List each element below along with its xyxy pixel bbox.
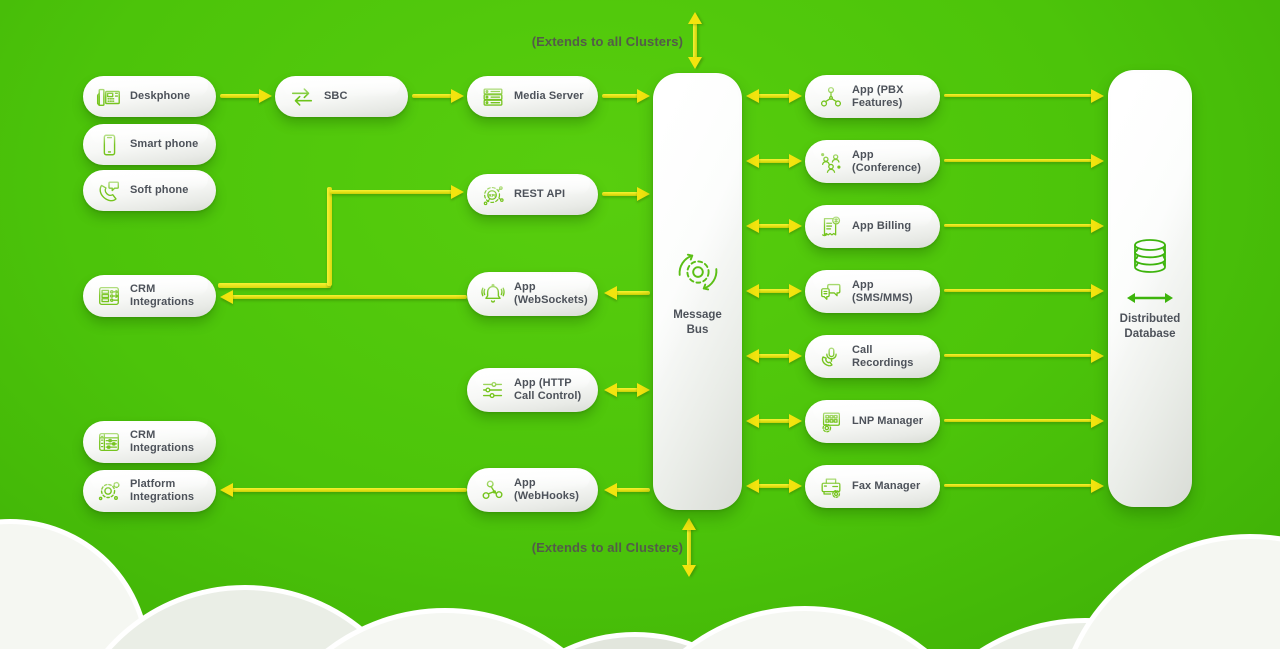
node-app-pbx-features: App (PBX Features) xyxy=(805,75,940,118)
node-label: Media Server xyxy=(514,90,584,103)
billing-invoice-icon xyxy=(818,214,844,240)
node-sbc: SBC xyxy=(275,76,408,117)
arrow-crm-restapi-segment-v xyxy=(327,187,332,286)
arrow-crm-restapi xyxy=(330,185,464,199)
arrow-bus-callrecordings xyxy=(746,349,802,363)
sync-arrow-icon xyxy=(1126,292,1174,304)
node-label: LNP Manager xyxy=(852,415,924,428)
arrow-bus-pbx xyxy=(746,89,802,103)
node-message-bus: Message Bus xyxy=(653,73,742,510)
arrow-sbc-mediaserver xyxy=(412,89,464,103)
arrow-bus-billing xyxy=(746,219,802,233)
microphone-icon xyxy=(818,344,844,370)
arrow-bus-websockets xyxy=(604,286,650,300)
arrow-bus-conference xyxy=(746,154,802,168)
arrow-callrecordings-db xyxy=(944,349,1104,363)
arrow-bus-sms xyxy=(746,284,802,298)
node-label: App (PBX Features) xyxy=(852,83,904,109)
network-nodes-icon xyxy=(818,84,844,110)
arrow-restapi-bus xyxy=(602,187,650,201)
arrow-bus-httpcallcontrol xyxy=(604,383,650,397)
fax-gear-icon xyxy=(818,474,844,500)
node-label: App (Conference) xyxy=(852,148,922,174)
conference-people-icon xyxy=(818,149,844,175)
node-lnp-manager: LNP Manager xyxy=(805,400,940,443)
gears-icon xyxy=(96,478,122,504)
node-app-conference: App (Conference) xyxy=(805,140,940,183)
arrow-lnp-db xyxy=(944,414,1104,428)
node-distributed-database: Distributed Database xyxy=(1108,70,1192,507)
keypad-gear-icon xyxy=(818,409,844,435)
arrow-conference-db xyxy=(944,154,1104,168)
extends-label-top: (Extends to all Clusters) xyxy=(531,34,683,49)
node-label: Fax Manager xyxy=(852,480,921,493)
bell-icon xyxy=(480,281,506,307)
smartphone-icon xyxy=(96,132,122,158)
webhook-icon xyxy=(480,477,506,503)
node-app-websockets: App (WebSockets) xyxy=(467,272,598,316)
node-platform-integrations: Platform Integrations xyxy=(83,470,216,512)
node-fax-manager: Fax Manager xyxy=(805,465,940,508)
softphone-icon xyxy=(96,178,122,204)
node-label: Call Recordings xyxy=(852,343,914,369)
node-soft-phone: Soft phone xyxy=(83,170,216,211)
node-label: App (SMS/MMS) xyxy=(852,278,913,304)
cloud xyxy=(1055,534,1280,649)
node-label: App (HTTP Call Control) xyxy=(514,377,582,402)
arrow-deskphone-sbc xyxy=(220,89,272,103)
server-icon xyxy=(480,84,506,110)
arrow-extends-top xyxy=(688,12,702,69)
node-app-billing: App Billing xyxy=(805,205,940,248)
arrow-extends-bottom xyxy=(682,518,696,577)
arrow-webhooks-platform xyxy=(220,483,467,497)
gear-sync-icon xyxy=(671,246,725,300)
api-icon: RPI xyxy=(480,182,506,208)
arrow-bus-lnp xyxy=(746,414,802,428)
node-label: SBC xyxy=(324,90,348,103)
node-app-http-call-control: App (HTTP Call Control) xyxy=(467,368,598,412)
arrow-sms-db xyxy=(944,284,1104,298)
arrow-pbx-db xyxy=(944,89,1104,103)
deskphone-icon xyxy=(96,84,122,110)
node-media-server: Media Server xyxy=(467,76,598,117)
node-label: Soft phone xyxy=(130,184,189,197)
crm-table-icon xyxy=(96,429,122,455)
chat-bubbles-icon xyxy=(818,279,844,305)
node-label: CRM Integrations xyxy=(130,429,195,454)
node-label: REST API xyxy=(514,188,566,201)
sliders-icon xyxy=(480,377,506,403)
node-label: App Billing xyxy=(852,220,912,233)
node-label: App (WebHooks) xyxy=(514,477,579,502)
extends-label-bottom: (Extends to all Clusters) xyxy=(531,540,683,555)
node-app-webhooks: App (WebHooks) xyxy=(467,468,598,512)
node-label: Deskphone xyxy=(130,90,191,103)
exchange-arrows-icon xyxy=(288,84,316,110)
node-label: CRM Integrations xyxy=(130,283,195,308)
node-deskphone: Deskphone xyxy=(83,76,216,117)
node-crm-integrations-2: CRM Integrations xyxy=(83,421,216,463)
svg-text:RPI: RPI xyxy=(489,192,496,197)
arrow-bus-webhooks xyxy=(604,483,650,497)
arrow-crm-restapi-segment-h xyxy=(218,283,331,288)
node-label: Platform Integrations xyxy=(130,478,195,503)
node-call-recordings: Call Recordings xyxy=(805,335,940,378)
node-rest-api: RPI REST API xyxy=(467,174,598,215)
node-crm-integrations-1: CRM Integrations xyxy=(83,275,216,317)
node-app-sms-mms: App (SMS/MMS) xyxy=(805,270,940,313)
database-icon xyxy=(1124,236,1176,284)
arrow-websockets-crm xyxy=(220,290,467,304)
node-label: Message Bus xyxy=(673,309,722,336)
node-label: Smart phone xyxy=(130,138,199,151)
arrow-mediaserver-bus xyxy=(602,89,650,103)
arrow-fax-db xyxy=(944,479,1104,493)
crm-list-icon xyxy=(96,283,122,309)
node-label: Distributed Database xyxy=(1119,313,1181,340)
arrow-billing-db xyxy=(944,219,1104,233)
node-label: App (WebSockets) xyxy=(514,281,588,306)
node-smart-phone: Smart phone xyxy=(83,124,216,165)
arrow-bus-fax xyxy=(746,479,802,493)
